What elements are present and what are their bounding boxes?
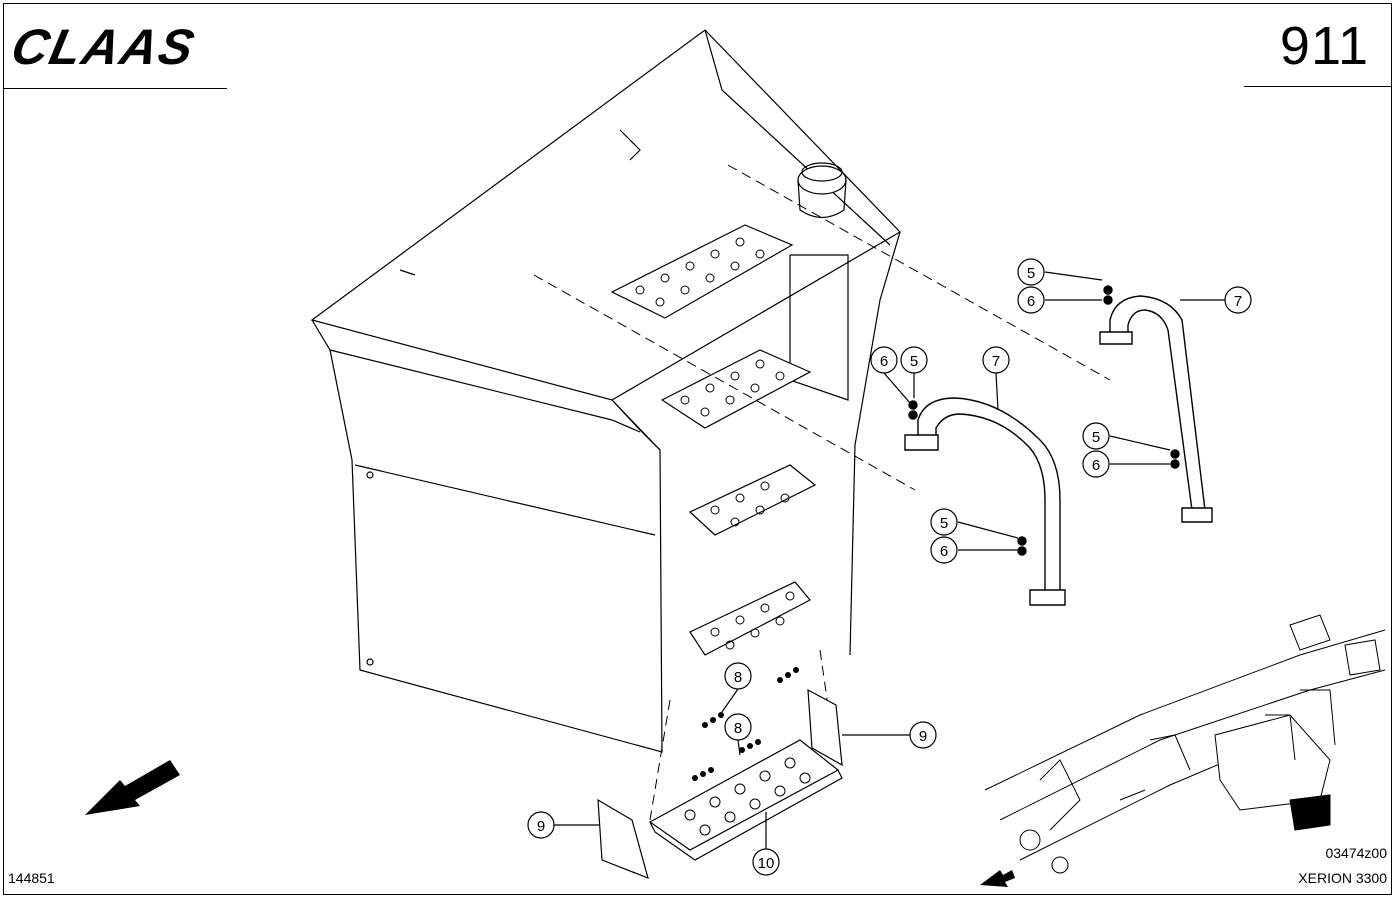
callout-9-right: 9	[842, 721, 937, 749]
svg-text:7: 7	[992, 353, 1000, 370]
callout-6-left-bottom: 6	[930, 536, 1018, 564]
svg-text:8: 8	[734, 669, 742, 686]
svg-text:5: 5	[1027, 265, 1035, 282]
svg-text:7: 7	[1234, 293, 1242, 310]
callout-8-lower: 8	[724, 713, 752, 756]
page-frame	[3, 3, 1392, 895]
vehicle-overview-inset	[980, 614, 1386, 887]
direction-arrow-icon	[85, 760, 180, 815]
callout-7-right: 7	[1180, 286, 1252, 314]
page-number-rule	[1244, 86, 1392, 87]
bottom-step	[597, 667, 843, 879]
svg-text:6: 6	[1027, 293, 1035, 310]
fuel-tank	[310, 29, 901, 753]
callout-6-left-top: 6	[870, 346, 911, 404]
image-reference: 03474z00	[1325, 845, 1387, 861]
svg-text:8: 8	[734, 720, 742, 737]
callout-6-right-bottom: 6	[1082, 450, 1170, 478]
callout-5-left-bottom: 5	[930, 508, 1019, 539]
claas-logo: CLAAS	[14, 22, 201, 70]
callout-8-upper: 8	[721, 662, 752, 713]
svg-text:9: 9	[537, 818, 545, 835]
model-name: XERION 3300	[1298, 870, 1387, 886]
svg-text:6: 6	[1092, 457, 1100, 474]
callout-5-right-top: 5	[1017, 258, 1103, 286]
callout-6-right-top: 6	[1017, 286, 1102, 314]
callout-10: 10	[752, 812, 780, 876]
callout-5-right-bottom: 5	[1082, 422, 1171, 451]
svg-text:5: 5	[940, 515, 948, 532]
callout-9-left: 9	[527, 811, 600, 839]
claas-logo-text: CLAAS	[14, 22, 201, 70]
svg-text:5: 5	[1092, 429, 1100, 446]
handrail-right	[1099, 285, 1213, 523]
svg-text:6: 6	[940, 543, 948, 560]
page-number: 911	[1279, 16, 1369, 76]
document-number: 144851	[8, 870, 55, 886]
svg-text:5: 5	[910, 353, 918, 370]
assembly-leader-lines	[533, 164, 1111, 821]
svg-text:6: 6	[880, 353, 888, 370]
handrail-left	[904, 397, 1066, 606]
svg-text:9: 9	[919, 728, 927, 745]
integrated-steps	[610, 224, 817, 656]
svg-text:10: 10	[758, 855, 775, 872]
callout-7-left: 7	[982, 346, 1010, 411]
logo-rule	[3, 88, 227, 89]
callout-5-left-top: 5	[900, 346, 928, 398]
